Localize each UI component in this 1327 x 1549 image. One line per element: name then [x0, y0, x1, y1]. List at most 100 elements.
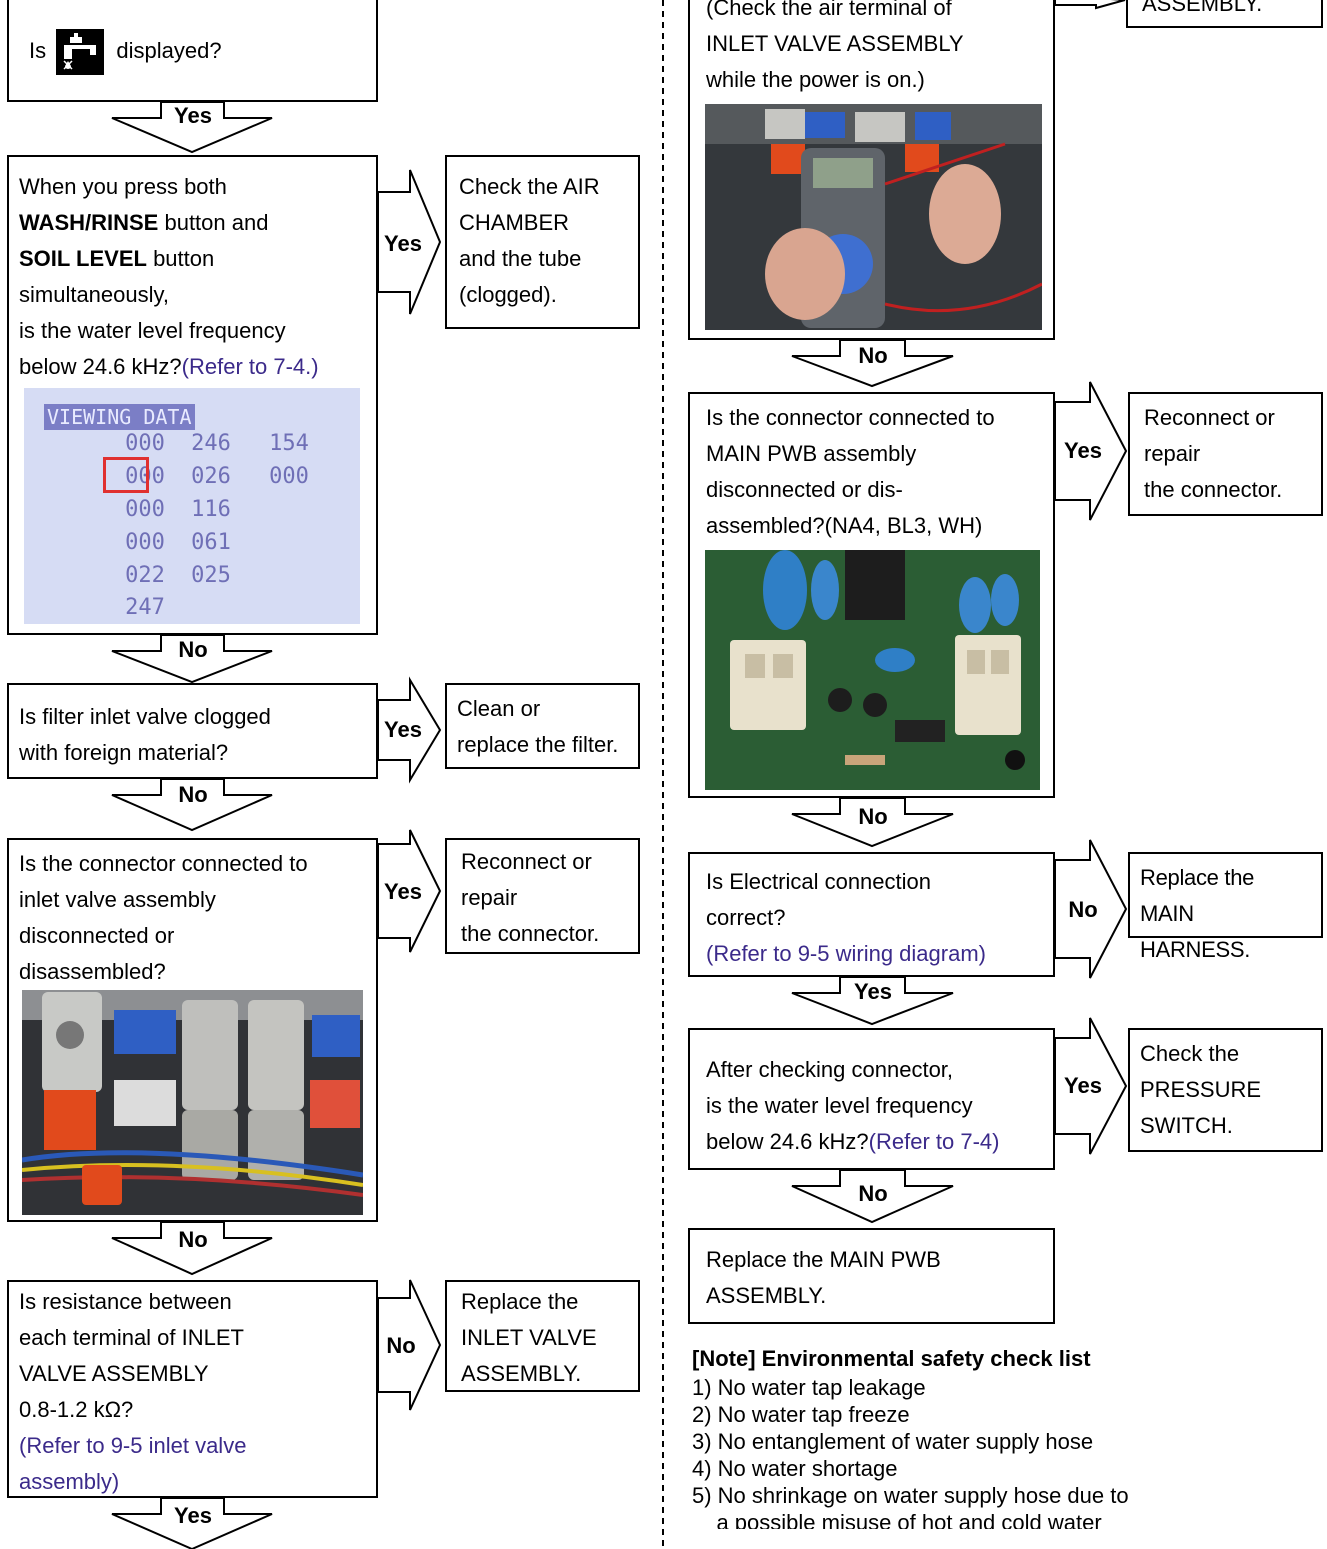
text-line: repair [1144, 441, 1201, 466]
text-fragment: below 24.6 kHz? [706, 1129, 869, 1154]
text-line: repair [461, 885, 518, 910]
wash-rinse-label: WASH/RINSE [19, 210, 159, 235]
text-line: Clean or [457, 696, 541, 721]
pwb-photo [705, 550, 1040, 790]
text-line: replace the filter. [457, 732, 619, 757]
lcd-value: 116 [191, 497, 231, 522]
list-item: 4) No water shortage [692, 1456, 898, 1481]
no-label: No [858, 343, 888, 368]
text-line: Is Electrical connection [706, 869, 931, 894]
text-line: VALVE ASSEMBLY [19, 1361, 209, 1386]
yes-label: Yes [384, 231, 422, 256]
action-replace-main-harness: Replace the MAIN HARNESS. [1128, 852, 1323, 962]
text-line: simultaneously, [19, 282, 169, 307]
text-line: INLET VALVE [461, 1325, 597, 1350]
yes-label: Yes [854, 979, 892, 1004]
text-line: MAIN HARNESS. [1140, 901, 1251, 962]
text-line: ASSEMBLY. [461, 1361, 582, 1386]
yes-label: Yes [174, 1503, 212, 1528]
text-line: disconnected or [19, 923, 175, 948]
text-line: Replace the [1140, 865, 1255, 890]
no-label: No [858, 804, 888, 829]
action-reconnect-inlet-connector: Reconnect or repair the connector. [445, 838, 640, 954]
text-line: ASSEMBLY. [1142, 0, 1263, 16]
text-line: each terminal of INLET [19, 1325, 244, 1350]
displayed-text: displayed? [116, 38, 222, 63]
viewing-data-display: VIEWING DATA 000 000 000 000 022 247 246… [24, 388, 360, 624]
text-line: Reconnect or [1144, 405, 1275, 430]
action-check-air-chamber: Check the AIR CHAMBER and the tube (clog… [445, 155, 640, 329]
text-line: is the water level frequency [706, 1093, 973, 1118]
text-line: below 24.6 kHz?(Refer to 7-4) [706, 1124, 1041, 1160]
text-line: Replace the [461, 1289, 579, 1314]
text-line: the connector. [1144, 477, 1283, 502]
no-label: No [178, 1227, 208, 1252]
text-line: is the water level frequency [19, 318, 286, 343]
multimeter-photo [705, 104, 1042, 330]
text-line: inlet valve assembly [19, 887, 216, 912]
reference-link: (Refer to 9-5 wiring diagram) [706, 941, 986, 966]
question-inlet-resistance: Is resistance between each terminal of I… [7, 1280, 378, 1498]
text-line: SOIL LEVEL button [19, 241, 364, 277]
reference-link: (Refer to 7-4) [868, 1129, 1000, 1154]
yes-label: Yes [1064, 1073, 1102, 1098]
text-line: WASH/RINSE button and [19, 205, 364, 241]
text-fragment: below 24.6 kHz? [19, 354, 182, 379]
text-line: with foreign material? [19, 740, 229, 765]
lcd-value: 000 [125, 464, 165, 489]
text-line: SWITCH. [1140, 1113, 1233, 1138]
text-fragment: button [146, 246, 215, 271]
text-line: INLET VALVE ASSEMBLY [706, 31, 964, 56]
right-arrow [1054, 0, 1126, 10]
list-item: a possible misuse of hot and cold water [692, 1510, 1102, 1529]
question-icon-displayed: Is displayed? [7, 0, 378, 102]
text-line: Is the connector connected to [19, 851, 308, 876]
is-text: Is [29, 38, 47, 63]
list-item: 5) No shrinkage on water supply hose due… [692, 1483, 1129, 1508]
lcd-value: 022 [125, 563, 165, 588]
no-label: No [178, 637, 208, 662]
text-line: and the tube [459, 246, 582, 271]
text-line: disconnected or dis- [706, 477, 903, 502]
safety-check-list: [Note] Environmental safety check list 1… [692, 1344, 1312, 1529]
faucet-icon [56, 29, 105, 76]
viewing-data-header: VIEWING DATA [44, 404, 195, 430]
lcd-value: 025 [191, 563, 231, 588]
lcd-value: 000 [125, 530, 165, 555]
list-item: 3) No entanglement of water supply hose [692, 1429, 1094, 1454]
text-line: Check the AIR [459, 174, 600, 199]
text-line: Check the [1140, 1041, 1240, 1066]
reference-link: (Refer to 9-5 inlet valve [19, 1433, 247, 1458]
text-line: (Check the air terminal of [706, 0, 952, 20]
question-filter-clogged: Is filter inlet valve clogged with forei… [7, 683, 378, 779]
text-line: the connector. [461, 921, 600, 946]
action-replace-assembly-top: ASSEMBLY. [1126, 0, 1323, 28]
lcd-value: 026 [191, 464, 231, 489]
lcd-value: 061 [191, 530, 231, 555]
yes-label: Yes [384, 879, 422, 904]
soil-level-label: SOIL LEVEL [19, 246, 147, 271]
text-line: Replace the MAIN PWB [706, 1247, 941, 1272]
text-line: After checking connector, [706, 1057, 954, 1082]
text-line: below 24.6 kHz?(Refer to 7-4.) [19, 349, 364, 385]
action-clean-filter: Clean or replace the filter. [445, 683, 640, 769]
action-replace-inlet-valve: Replace the INLET VALVE ASSEMBLY. [445, 1280, 640, 1392]
text-line: ASSEMBLY. [706, 1283, 827, 1308]
list-item: 1) No water tap leakage [692, 1375, 926, 1400]
text-line: PRESSURE [1140, 1077, 1262, 1102]
text-line: MAIN PWB assembly [706, 441, 917, 466]
note-heading: [Note] Environmental safety check list [692, 1346, 1091, 1371]
no-label: No [178, 782, 208, 807]
reference-link: assembly) [19, 1469, 120, 1494]
highlight-box [103, 457, 149, 493]
lcd-value: 000 [269, 464, 309, 489]
lcd-value: 000 [125, 497, 165, 522]
lcd-value: 154 [269, 431, 309, 456]
text-line: disassembled? [19, 959, 166, 984]
text-line: correct? [706, 905, 786, 930]
yes-label: Yes [1064, 438, 1102, 463]
question-electrical-connection: Is Electrical connection correct? (Refer… [688, 852, 1055, 977]
text-line: while the power is on.) [706, 67, 925, 92]
text-line: Is filter inlet valve clogged [19, 704, 271, 729]
text-line: Reconnect or [461, 849, 592, 874]
